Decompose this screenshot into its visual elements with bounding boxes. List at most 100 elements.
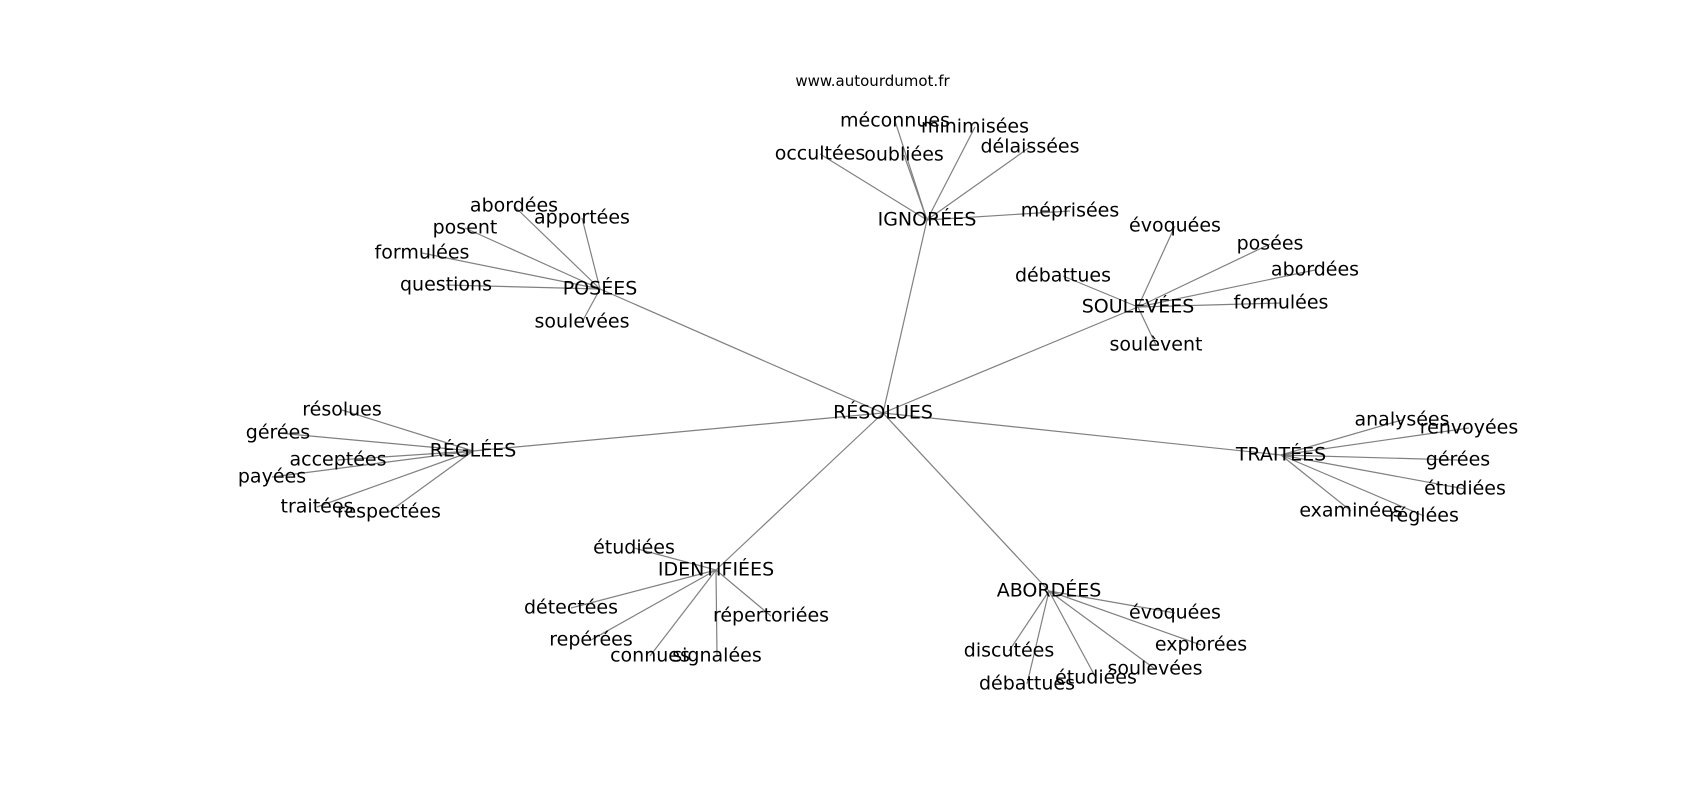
edge-identifiees-reperees xyxy=(590,569,717,641)
edge-center-ignorees xyxy=(882,219,928,414)
leaf-node-posees: posées xyxy=(1237,233,1304,255)
hub-node-ignorees: IGNORÉES xyxy=(878,208,977,231)
leaf-node-renvoyees: renvoyées xyxy=(1420,417,1519,439)
leaf-node-meprisees: méprisées xyxy=(1021,200,1120,222)
leaf-node-formulees: formulées xyxy=(1234,292,1329,314)
edge-posees-formulees xyxy=(421,252,601,290)
edge-soulevees-soulevent xyxy=(1137,306,1157,346)
leaf-node-evoquees: évoquées xyxy=(1129,602,1221,624)
source-url: www.autourdumot.fr xyxy=(795,72,950,90)
leaf-node-examinees: examinées xyxy=(1299,500,1402,522)
edge-soulevees-abordees xyxy=(1137,269,1316,308)
leaf-node-connues: connues xyxy=(610,645,690,667)
leaf-node-respectees: respectées xyxy=(337,501,441,523)
hub-node-abordees: ABORDÉES xyxy=(997,579,1102,602)
edge-posees-abordees xyxy=(513,205,601,290)
leaf-node-etudiees: étudiées xyxy=(1424,478,1506,500)
leaf-node-detectees: détectées xyxy=(524,597,618,619)
edge-traitees-gerees xyxy=(1280,454,1459,461)
edge-traitees-etudiees xyxy=(1280,454,1466,490)
leaf-node-occultees: occultées xyxy=(775,143,866,165)
leaf-node-formulees: formulées xyxy=(375,242,470,264)
leaf-node-reglees: réglées xyxy=(1389,505,1459,527)
leaf-node-delaissees: délaissées xyxy=(980,136,1079,158)
edge-identifiees-signalees xyxy=(715,569,718,657)
edge-abordees-explorees xyxy=(1048,590,1202,646)
hub-node-soulevees: SOULEVÉES xyxy=(1082,295,1195,318)
leaf-node-gerees: gérées xyxy=(246,422,310,444)
edge-reglees-payees xyxy=(271,450,474,478)
hub-node-identifiees: IDENTIFIÉES xyxy=(658,558,774,581)
edge-reglees-gerees xyxy=(277,432,474,452)
edge-soulevees-posees xyxy=(1137,243,1271,308)
hub-node-traitees: TRAITÉES xyxy=(1235,443,1326,466)
edge-traitees-renvoyees xyxy=(1280,427,1470,456)
edge-traitees-examinees xyxy=(1280,454,1352,512)
edge-ignorees-meprisees xyxy=(926,210,1071,221)
leaf-node-analysees: analysées xyxy=(1354,409,1449,431)
edge-posees-questions xyxy=(445,284,601,290)
leaf-node-discutees: discutées xyxy=(964,640,1054,662)
hub-node-reglees: RÉGLÉES xyxy=(430,439,517,462)
leaf-node-debattues: débattues xyxy=(979,673,1075,695)
edge-ignorees-minimisees xyxy=(926,126,976,221)
edge-traitees-analysees xyxy=(1280,419,1403,456)
edge-reglees-traitees xyxy=(316,450,474,508)
leaf-node-minimisees: minimisées xyxy=(921,116,1029,138)
leaf-node-meconnues: méconnues xyxy=(840,110,950,132)
edge-reglees-acceptees xyxy=(337,450,474,461)
graph-labels: RÉSOLUES IGNORÉES méconnuesminimiséesdélai… xyxy=(238,110,1518,695)
leaf-node-explorees: explorées xyxy=(1155,634,1247,656)
edge-center-reglees xyxy=(472,412,884,452)
edge-abordees-soulevees xyxy=(1048,590,1156,670)
leaf-node-payees: payées xyxy=(238,466,306,488)
edge-identifiees-detectees xyxy=(570,569,717,609)
edge-posees-soulevees xyxy=(581,288,601,323)
edge-center-traitees xyxy=(882,412,1282,456)
leaf-node-evoquees: évoquées xyxy=(1129,215,1221,237)
leaf-node-posent: posent xyxy=(433,217,498,239)
leaf-node-resolues: résolues xyxy=(302,399,382,421)
edge-abordees-etudiees xyxy=(1048,590,1097,679)
edge-posees-apportees xyxy=(581,217,601,290)
leaf-node-soulevent: soulèvent xyxy=(1110,334,1203,356)
edge-center-identifiees xyxy=(715,412,884,571)
leaf-node-etudiees: étudiées xyxy=(1055,667,1137,689)
leaf-node-debattues: débattues xyxy=(1015,265,1111,287)
leaf-node-repertoriees: répertoriées xyxy=(713,605,829,627)
graph-edges xyxy=(271,120,1470,685)
leaf-node-soulevees: soulevées xyxy=(1107,658,1202,680)
edge-identifiees-etudiees xyxy=(633,547,717,571)
leaf-node-abordees: abordées xyxy=(470,195,558,217)
edge-soulevees-evoquees xyxy=(1137,225,1176,308)
edge-abordees-debattues xyxy=(1026,590,1050,685)
leaf-node-questions: questions xyxy=(400,274,492,296)
edge-ignorees-occultees xyxy=(819,153,928,221)
leaf-node-reperees: repérées xyxy=(549,629,633,651)
leaf-node-traitees: traitées xyxy=(281,496,354,518)
edge-soulevees-formulees xyxy=(1137,302,1282,308)
edge-identifiees-connues xyxy=(649,569,717,657)
leaf-node-signalees: signalées xyxy=(672,645,761,667)
edge-ignorees-oubliees xyxy=(903,154,928,221)
edge-soulevees-debattues xyxy=(1062,275,1139,308)
edge-traitees-reglees xyxy=(1280,454,1425,517)
edge-abordees-discutees xyxy=(1008,590,1050,652)
edge-ignorees-delaissees xyxy=(926,146,1031,221)
leaf-node-etudiees: étudiées xyxy=(593,537,675,559)
edge-identifiees-repertoriees xyxy=(715,569,772,617)
leaf-node-acceptees: acceptées xyxy=(289,449,386,471)
leaf-node-gerees: gérées xyxy=(1426,449,1490,471)
hub-node-posees: POSÉES xyxy=(563,277,638,300)
edge-center-abordees xyxy=(882,412,1050,592)
edge-reglees-resolues xyxy=(341,409,474,452)
edge-center-posees xyxy=(599,288,884,414)
edge-center-soulevees xyxy=(882,306,1139,414)
center-node-label: RÉSOLUES xyxy=(833,401,933,424)
edge-posees-posent xyxy=(464,227,601,290)
leaf-node-abordees: abordées xyxy=(1271,259,1359,281)
leaf-node-soulevees: soulevées xyxy=(534,311,629,333)
edge-abordees-evoquees xyxy=(1048,590,1176,614)
leaf-node-oubliees: oubliées xyxy=(864,144,944,166)
